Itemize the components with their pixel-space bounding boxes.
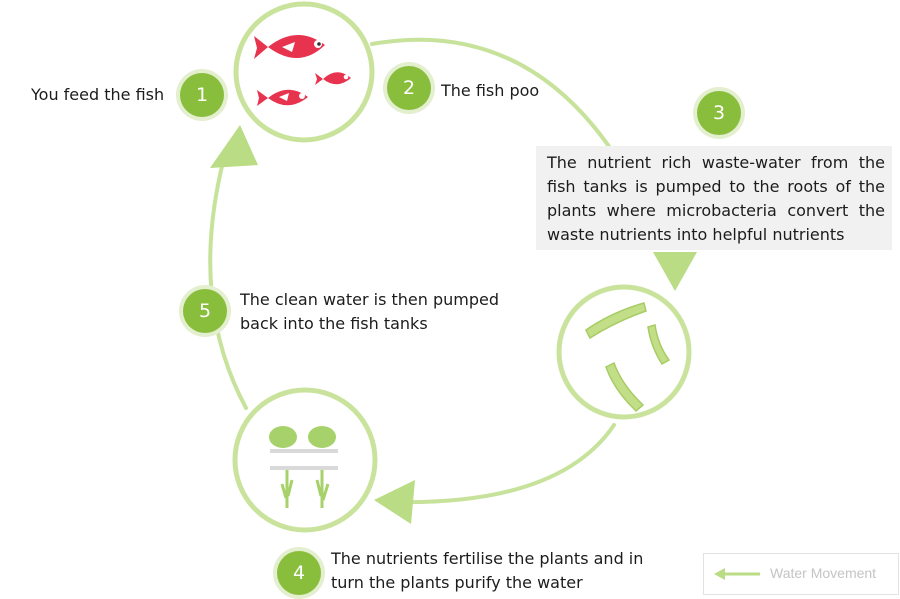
fish-icon [315,72,351,85]
plants-circle [232,387,378,533]
bacteria-icon [585,302,671,413]
flow-arc-bacteria-to-plants [393,423,616,505]
fish-icon [254,34,325,59]
bacteria-circle [556,284,692,420]
arrowhead-down [653,252,697,291]
step-3-box: The nutrient rich waste-water from the f… [536,146,892,250]
step-1-text: You feed the fish [31,85,165,104]
step-1-badge: 1 [180,73,224,117]
step-4-text: The nutrients fertilise the plants and i… [331,547,643,595]
step-5-line-1: The clean water is then pumped [240,290,500,309]
step-5-badge: 5 [183,289,227,333]
arrowhead-up [210,125,258,168]
arrow-left-icon [714,568,760,580]
step-4-line-2: turn the plants purify the water [331,573,583,592]
legend-label: Water Movement [770,565,877,581]
step-3-text: The nutrient rich waste-water from the f… [547,153,885,244]
step-3-badge: 3 [697,91,741,135]
fish-icon [257,89,308,106]
step-4-badge: 4 [277,551,321,595]
step-5-line-2: back into the fish tanks [240,314,428,333]
step-5-text: The clean water is then pumped back into… [240,288,499,336]
step-2-badge: 2 [387,66,431,110]
flow-arc-plants-to-fish [208,156,248,410]
arrowhead-left [374,480,415,524]
fish-circle [233,1,375,143]
plants-icon [269,426,338,508]
step-4-line-1: The nutrients fertilise the plants and i… [331,549,644,568]
step-2-text: The fish poo [441,81,540,100]
legend: Water Movement [703,553,899,595]
